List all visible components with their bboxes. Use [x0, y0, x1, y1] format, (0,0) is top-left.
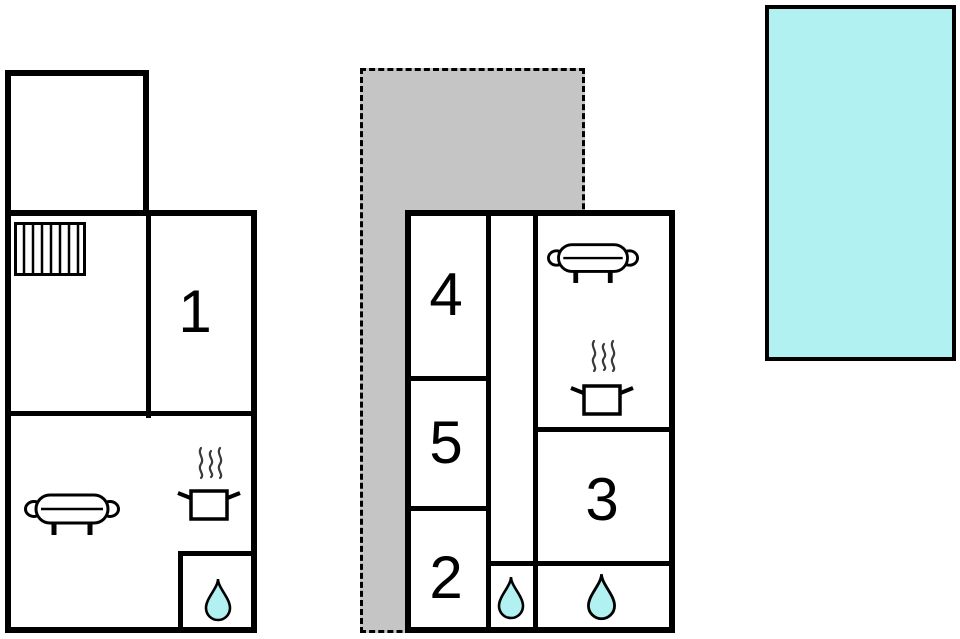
stairs-icon [14, 222, 86, 276]
wall [405, 506, 491, 511]
room-4-label: 4 [429, 261, 463, 328]
stove-steam-icon [570, 339, 634, 416]
wall [405, 376, 491, 381]
wall [486, 210, 491, 633]
left-building [5, 210, 257, 633]
room-3-label: 3 [585, 466, 619, 533]
wall [178, 551, 257, 556]
room-2-label: 2 [429, 544, 463, 611]
water-drop-icon [204, 578, 232, 622]
water-drop-icon [497, 576, 525, 620]
wall [5, 411, 257, 416]
sofa-icon [547, 243, 639, 283]
stove-steam-icon [177, 446, 241, 521]
water-drop-icon [587, 573, 616, 621]
wall [178, 551, 183, 633]
room-5-label: 5 [429, 409, 463, 476]
room-1-label: 1 [178, 278, 212, 345]
wall [533, 427, 675, 432]
wall [146, 212, 151, 418]
wall [486, 561, 675, 566]
sofa-icon [24, 493, 120, 535]
wall [533, 210, 538, 633]
swimming-pool [765, 5, 956, 361]
left-building-upper-wing [5, 70, 149, 216]
